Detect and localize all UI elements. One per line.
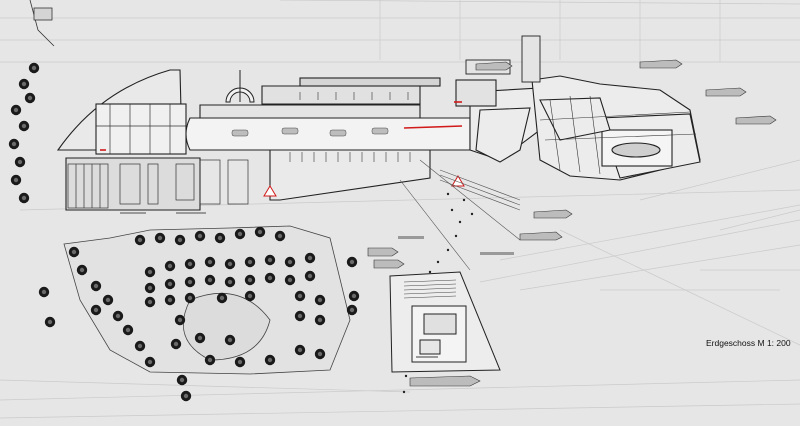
plan-title: Erdgeschoss M 1: 200 bbox=[706, 338, 791, 348]
tree-highlight bbox=[247, 277, 253, 283]
tree-highlight bbox=[349, 259, 355, 265]
tree-highlight bbox=[277, 233, 283, 239]
south-pier-seating bbox=[403, 279, 457, 299]
tree-highlight bbox=[179, 377, 185, 383]
tree-highlight bbox=[207, 357, 213, 363]
tree-highlight bbox=[287, 277, 293, 283]
tree-highlight bbox=[267, 275, 273, 281]
tree-highlight bbox=[147, 359, 153, 365]
south-pier bbox=[389, 271, 501, 373]
tree-highlight bbox=[137, 343, 143, 349]
tree-highlight bbox=[21, 123, 27, 129]
tree-highlight bbox=[71, 249, 77, 255]
warning-triangles bbox=[263, 175, 465, 197]
tree-highlight bbox=[237, 231, 243, 237]
tree-highlight bbox=[307, 273, 313, 279]
tree-highlight bbox=[187, 261, 193, 267]
tree-highlight bbox=[307, 255, 313, 261]
tree-highlight bbox=[297, 313, 303, 319]
tree-highlight bbox=[207, 277, 213, 283]
tree-highlight bbox=[21, 195, 27, 201]
tree-highlight bbox=[187, 279, 193, 285]
tree-highlight bbox=[157, 235, 163, 241]
tree-highlight bbox=[11, 141, 17, 147]
tree-highlight bbox=[31, 65, 37, 71]
tree-highlight bbox=[41, 289, 47, 295]
boats bbox=[367, 59, 777, 387]
tree-highlight bbox=[79, 267, 85, 273]
hall-vehicles bbox=[231, 127, 389, 137]
tree-highlight bbox=[197, 233, 203, 239]
tree-highlight bbox=[217, 235, 223, 241]
tree-highlight bbox=[17, 159, 23, 165]
tree-highlight bbox=[257, 229, 263, 235]
tree-highlight bbox=[147, 285, 153, 291]
tree-highlight bbox=[297, 293, 303, 299]
tree-highlight bbox=[227, 337, 233, 343]
tree-highlight bbox=[105, 297, 111, 303]
tree-highlight bbox=[349, 307, 355, 313]
tree-highlight bbox=[183, 393, 189, 399]
tree-highlight bbox=[187, 295, 193, 301]
small-annotation-marks bbox=[120, 212, 514, 358]
room-divisions bbox=[67, 104, 249, 209]
park-area bbox=[63, 225, 351, 375]
tree-highlight bbox=[317, 297, 323, 303]
main-building-outline bbox=[56, 69, 471, 211]
tree-highlight bbox=[317, 317, 323, 323]
north-pier bbox=[465, 35, 541, 83]
tree-highlight bbox=[219, 295, 225, 301]
quay-top-left bbox=[29, 0, 55, 47]
tree-highlight bbox=[173, 341, 179, 347]
tree-highlight bbox=[13, 107, 19, 113]
tree-highlight bbox=[297, 347, 303, 353]
tree-highlight bbox=[197, 335, 203, 341]
tree-highlight bbox=[167, 263, 173, 269]
right-cluster-partitions bbox=[539, 95, 697, 175]
tree-highlight bbox=[317, 351, 323, 357]
tree-highlight bbox=[13, 177, 19, 183]
tree-highlight bbox=[27, 95, 33, 101]
tree-highlight bbox=[93, 307, 99, 313]
tree-highlight bbox=[147, 269, 153, 275]
parking-stalls bbox=[289, 92, 411, 162]
tree-highlight bbox=[167, 281, 173, 287]
tree-highlight bbox=[115, 313, 121, 319]
tree-highlight bbox=[147, 299, 153, 305]
tree-highlight bbox=[287, 259, 293, 265]
tree-highlight bbox=[237, 359, 243, 365]
tree-highlight bbox=[247, 293, 253, 299]
tree-group bbox=[8, 62, 360, 402]
tree-highlight bbox=[21, 81, 27, 87]
tree-highlight bbox=[247, 259, 253, 265]
tree-highlight bbox=[177, 317, 183, 323]
tree-highlight bbox=[227, 279, 233, 285]
tree-highlight bbox=[267, 357, 273, 363]
tree-highlight bbox=[177, 237, 183, 243]
tree-highlight bbox=[47, 319, 53, 325]
tree-highlight bbox=[93, 283, 99, 289]
right-building-cluster bbox=[455, 75, 701, 181]
tree-highlight bbox=[267, 257, 273, 263]
tree-highlight bbox=[207, 259, 213, 265]
tree-highlight bbox=[137, 237, 143, 243]
tree-highlight bbox=[351, 293, 357, 299]
promenade bbox=[399, 159, 521, 271]
tree-highlight bbox=[167, 297, 173, 303]
tree-highlight bbox=[125, 327, 131, 333]
tree-highlight bbox=[227, 261, 233, 267]
round-tower bbox=[225, 70, 255, 103]
